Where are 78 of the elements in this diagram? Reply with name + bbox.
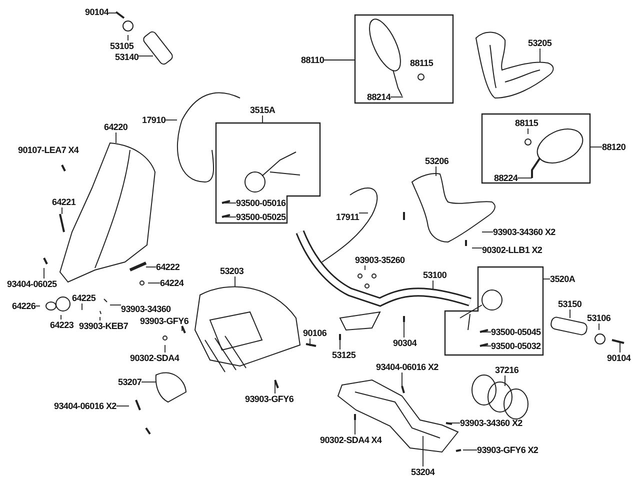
leader-line bbox=[432, 280, 434, 290]
part-number: 88115 bbox=[515, 118, 538, 128]
part-number: 93903-35260 bbox=[355, 254, 405, 266]
part-number: 93903-GFY6 bbox=[140, 316, 189, 326]
part-group-frame bbox=[355, 15, 453, 103]
leader-line bbox=[390, 96, 404, 98]
part-number: 64225 bbox=[72, 292, 96, 304]
part-number: 53105 bbox=[110, 40, 134, 52]
leader-line bbox=[504, 375, 506, 386]
part-number: 93500-05045 bbox=[491, 326, 541, 338]
part-number: 53125 bbox=[332, 350, 356, 360]
part-number: 90106 bbox=[303, 328, 327, 338]
leader-line bbox=[364, 265, 366, 270]
part-number: 93404-06025 bbox=[7, 278, 57, 290]
part-number: 90104 bbox=[607, 352, 631, 364]
part-group-frame bbox=[482, 114, 590, 183]
part-number: 64224 bbox=[160, 278, 184, 288]
part-number: 3520A bbox=[550, 274, 576, 284]
part-number: 93404-06016 X2 bbox=[54, 400, 116, 412]
part-number: 90107-LEA7 X4 bbox=[18, 144, 79, 156]
part-group-frame bbox=[445, 267, 543, 355]
leader-line bbox=[224, 216, 236, 218]
part-number: 93903-KEB7 bbox=[79, 320, 128, 332]
part-group-frame bbox=[216, 123, 320, 223]
leader-line bbox=[542, 278, 550, 280]
leader-line bbox=[164, 344, 166, 353]
leader-line bbox=[274, 382, 276, 394]
leader-line bbox=[146, 266, 156, 268]
part-number: 93903-34360 X2 bbox=[460, 418, 522, 428]
leader-line bbox=[446, 422, 460, 424]
part-number: 53205 bbox=[528, 38, 552, 48]
leader-line bbox=[148, 282, 160, 284]
part-number: 88214 bbox=[367, 92, 391, 102]
part-number: 90304 bbox=[393, 338, 417, 348]
part-number: 93903-GFY6 X2 bbox=[477, 444, 538, 456]
part-number: 90302-SDA4 X4 bbox=[320, 434, 382, 446]
part-number: 53106 bbox=[587, 312, 611, 324]
leader-line bbox=[110, 304, 122, 306]
leader-line bbox=[234, 276, 236, 288]
part-number: 93903-34360 X2 bbox=[493, 226, 556, 238]
part-number: 88110 bbox=[301, 54, 324, 66]
part-number: 90302-SDA4 bbox=[130, 352, 180, 364]
part-number: 64223 bbox=[50, 320, 74, 330]
leader-line bbox=[598, 323, 600, 330]
part-number: 93903-34360 bbox=[121, 304, 171, 314]
leader-line bbox=[358, 212, 368, 214]
part-number: 93500-05032 bbox=[491, 340, 541, 352]
leader-line bbox=[422, 436, 424, 467]
part-number: 93903-GFY6 bbox=[245, 394, 294, 404]
part-number: 53203 bbox=[220, 266, 244, 276]
part-number: 88120 bbox=[602, 142, 626, 152]
part-number: 17911 bbox=[336, 212, 360, 222]
leader-line bbox=[590, 146, 602, 148]
leader-line bbox=[262, 115, 263, 124]
part-number: 53206 bbox=[425, 156, 449, 166]
part-number: 53204 bbox=[411, 466, 435, 478]
part-number: 90104 bbox=[85, 6, 109, 18]
part-number: 93404-06016 X2 bbox=[376, 362, 438, 372]
part-number: 53100 bbox=[423, 270, 447, 280]
part-number: 53207 bbox=[118, 376, 142, 388]
part-number: 93500-05016 bbox=[236, 198, 286, 208]
part-number: 17910 bbox=[142, 114, 166, 126]
leader-line bbox=[224, 202, 236, 204]
part-number: 88115 bbox=[410, 58, 434, 68]
part-number: 64226 bbox=[12, 300, 36, 312]
part-number: 93500-05025 bbox=[236, 212, 286, 222]
leader-line bbox=[60, 314, 62, 320]
part-number: 90302-LLB1 X2 bbox=[482, 244, 542, 256]
part-number: 64220 bbox=[104, 122, 128, 132]
part-number: 88224 bbox=[494, 172, 518, 184]
part-number: 64221 bbox=[52, 196, 76, 208]
part-number: 53140 bbox=[115, 52, 139, 62]
part-number: 53150 bbox=[558, 298, 582, 310]
part-number: 37216 bbox=[495, 364, 519, 376]
part-number: 3515A bbox=[250, 104, 276, 116]
part-number: 64222 bbox=[156, 262, 180, 272]
leader-line bbox=[108, 12, 116, 14]
leader-line bbox=[354, 418, 356, 435]
